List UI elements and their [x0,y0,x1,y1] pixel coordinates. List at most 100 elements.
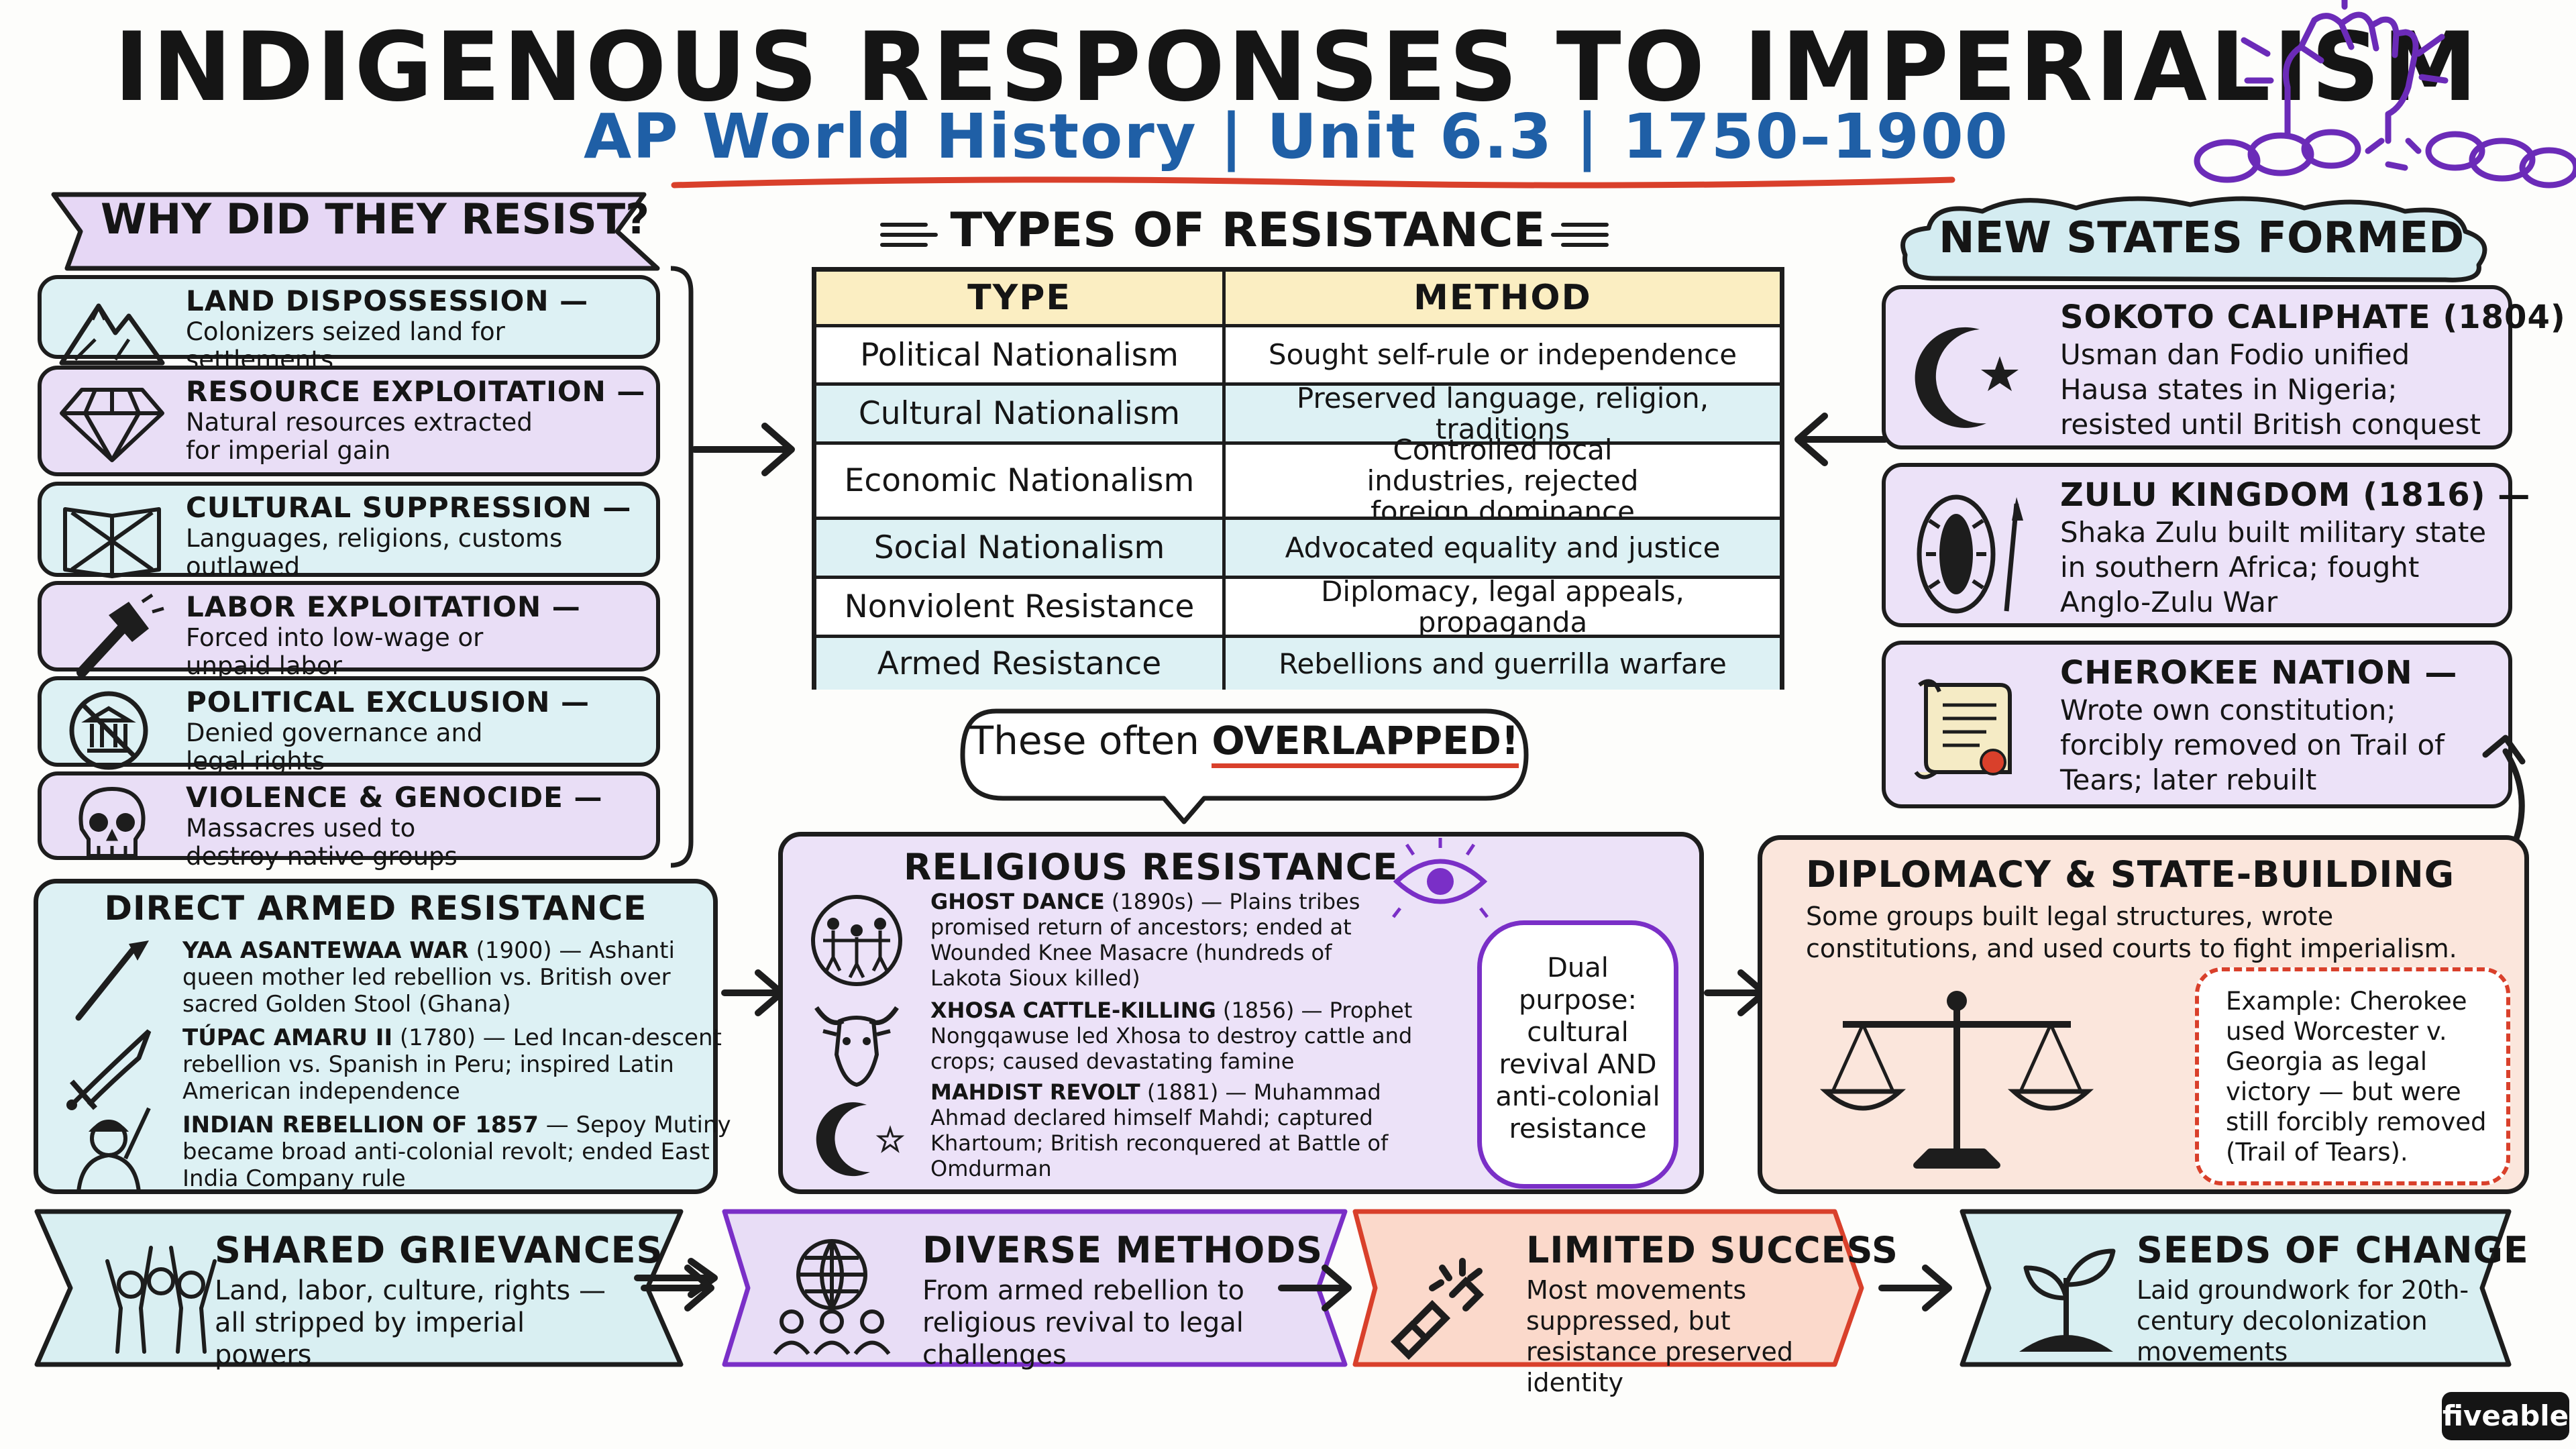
entry-desc: — Led Incan-descent rebellion vs. Spanis… [182,1024,722,1105]
entry-year: (1900) [476,937,552,964]
armed-entry: YAA ASANTEWAA WAR (1900) — Ashanti queen… [182,937,739,1018]
hammer-icon [76,593,164,678]
grievance-title: POLITICAL EXCLUSION — [186,686,590,718]
mountain-icon [59,303,165,366]
crossed-book-icon [63,507,161,578]
grievance-card-violence: VIOLENCE & GENOCIDE — Massacres used to … [38,771,660,871]
entry-desc: — Plains tribes promised return of ances… [930,889,1360,991]
entry-name: TÚPAC AMARU II [182,1024,393,1051]
bottom-title: SEEDS OF CHANGE [2137,1229,2529,1271]
religious-resistance-panel: RELIGIOUS RESISTANCE GHOST DANCE (1890s)… [778,832,1704,1194]
entry-desc: — Sepoy Mutiny became broad anti-colonia… [182,1112,731,1192]
bottom-title: SHARED GRIEVANCES [215,1229,663,1271]
row-type: Nonviolent Resistance [816,579,1226,635]
entry-desc: — Muhammad Ahmad declared himself Mahdi;… [930,1079,1389,1181]
types-heading: TYPES OF RESISTANCE [950,203,1546,258]
grievance-title: VIOLENCE & GENOCIDE — [186,781,603,814]
row-method: Advocated equality and justice [1285,531,1721,564]
religious-entry: MAHDIST REVOLT (1881) — Muhammad Ahmad d… [930,1079,1400,1181]
grievance-desc: Languages, religions, customs outlawed [186,524,563,581]
brand-logo: fiveable [2442,1392,2569,1440]
diplomacy-desc: Some groups built legal structures, wrot… [1806,902,2457,963]
arrow-methods-to-success [1278,1265,1352,1311]
overlap-emphasis: OVERLAPPED! [1212,718,1519,768]
weapons-icons [66,941,152,1193]
state-desc: Wrote own constitution; forcibly removed… [2060,694,2445,796]
grievance-desc: Forced into low-wage or unpaid labor [186,623,484,680]
entry-year: (1856) [1222,998,1295,1023]
religious-entry: XHOSA CATTLE-KILLING (1856) — Prophet No… [930,998,1447,1074]
dual-purpose-text: Dual purpose: cultural revival AND anti-… [1495,953,1660,1144]
bottom-title: DIVERSE METHODS [922,1229,1324,1271]
page-title: INDIGENOUS RESPONSES TO IMPERIALISM [114,12,2480,123]
bottom-card-change: SEEDS OF CHANGE Laid groundwork for 20th… [2006,1221,2528,1368]
grievance-title: RESOURCE EXPLOITATION — [186,375,646,408]
entry-year: (1890s) [1111,889,1194,914]
why-heading: WHY DID THEY RESIST? [101,195,650,244]
table-row: Social Nationalism Advocated equality an… [816,517,1780,576]
arrow-success-to-change [1878,1265,1952,1311]
globe-people-icon [773,1239,891,1355]
religious-heading: RELIGIOUS RESISTANCE [904,846,1399,888]
state-desc: Usman dan Fodio unified Hausa states in … [2060,338,2481,441]
table-row: Armed Resistance Rebellions and guerrill… [816,635,1780,690]
armed-heading: DIRECT ARMED RESISTANCE [104,889,647,928]
table-header-row: TYPE METHOD [816,272,1780,324]
overlap-prefix: These often [969,718,1212,763]
types-heading-deco [880,223,1609,247]
religious-icons [811,895,905,1177]
bottom-desc: Laid groundwork for 20th-century decolon… [2137,1275,2469,1366]
crescent-icon [816,1102,905,1177]
states-heading: NEW STATES FORMED [1939,213,2465,263]
table-header-method: METHOD [1413,278,1592,318]
grievance-title: LABOR EXPLOITATION — [186,590,581,623]
state-card-zulu: ZULU KINGDOM (1816) — Shaka Zulu built m… [1882,463,2530,627]
row-type: Economic Nationalism [816,445,1226,517]
grievance-card-political: POLITICAL EXCLUSION — Denied governance … [38,676,660,775]
bottom-card-methods: DIVERSE METHODS From armed rebellion to … [765,1221,1322,1371]
grievance-desc: Denied governance and legal rights [186,718,483,775]
grievance-card-cultural: CULTURAL SUPPRESSION — Languages, religi… [38,482,660,581]
sprout-icon [2019,1248,2116,1352]
cherokee-example-callout: Example: Cherokee used Worcester v. Geor… [2195,967,2510,1185]
ghost-dance-icon [811,895,902,986]
no-government-icon [69,691,148,770]
subtitle-underline [671,176,1955,189]
state-title: SOKOTO CALIPHATE (1804) — [2060,299,2576,336]
row-method: Sought self-rule or independence [1268,338,1737,371]
entry-name: MAHDIST REVOLT [930,1079,1140,1105]
row-type: Social Nationalism [816,520,1226,576]
arrow-grievances-to-methods [641,1265,714,1311]
shield-spear-icon [1917,494,2023,614]
state-desc: Shaka Zulu built military state in south… [2060,516,2487,619]
grievance-desc: Massacres used to destroy native groups [186,814,458,871]
row-type: Armed Resistance [816,638,1226,690]
entry-name: YAA ASANTEWAA WAR [182,937,469,964]
armed-entry: TÚPAC AMARU II (1780) — Led Incan-descen… [182,1024,739,1105]
bottom-card-grievances: SHARED GRIEVANCES Land, labor, culture, … [94,1221,662,1371]
row-type: Political Nationalism [816,327,1226,382]
religious-entry: GHOST DANCE (1890s) — Plains tribes prom… [930,889,1400,991]
resistance-types-table: TYPE METHOD Political Nationalism Sought… [812,267,1784,690]
table-row: Cultural Nationalism Preserved language,… [816,382,1780,444]
state-title: CHEROKEE NATION — [2060,654,2458,692]
entry-name: INDIAN REBELLION OF 1857 [182,1112,539,1138]
table-row: Political Nationalism Sought self-rule o… [816,324,1780,382]
spear-icon [75,941,149,1021]
table-row: Economic Nationalism Controlled local in… [816,434,1780,527]
grievance-card-resource: RESOURCE EXPLOITATION — Natural resource… [38,366,660,476]
overlap-text: These often OVERLAPPED! [966,718,1523,768]
state-card-sokoto: SOKOTO CALIPHATE (1804) — Usman dan Fodi… [1882,285,2576,449]
entry-name: XHOSA CATTLE-KILLING [930,998,1216,1023]
bull-icon [814,1006,899,1087]
broken-chain-icon [1390,1258,1485,1360]
soldier-icon [76,1107,151,1193]
diplomacy-heading: DIPLOMACY & STATE-BUILDING [1806,853,2455,896]
entry-year: (1881) [1146,1079,1219,1105]
skull-icon [78,786,146,858]
dual-purpose-callout: Dual purpose: cultural revival AND anti-… [1477,920,1678,1189]
state-title: ZULU KINGDOM (1816) — [2060,476,2531,514]
raised-fist-broken-chain-icon [2194,0,2576,189]
overlap-speech-bubble [960,708,1529,824]
entry-desc: — Prophet Nongqawuse led Xhosa to destro… [930,998,1413,1074]
